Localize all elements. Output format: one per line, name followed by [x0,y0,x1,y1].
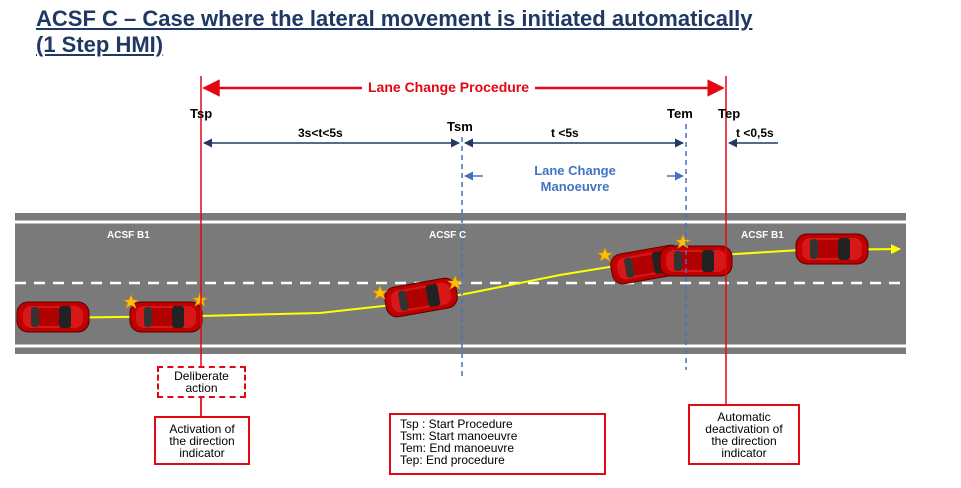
road-label-c: ACSF C [429,230,467,241]
marker-tep: Tep [718,106,741,121]
deliberate-line-1: Deliberate [174,369,229,383]
marker-tsm: Tsm [447,119,473,134]
marker-tem: Tem [667,106,693,121]
legend-tsp: Tsp : Start Procedure [400,417,513,431]
page-title: ACSF C – Case where the lateral movement… [36,6,752,58]
road-label-b1-right: ACSF B1 [741,230,784,241]
activation-box: Activation of the direction indicator [154,416,250,465]
legend-tep: Tep: End procedure [400,453,505,467]
deactivation-line-3: the direction [711,433,777,448]
legend-tsm: Tsm: Start manoeuvre [400,429,518,443]
manoeuvre-label-line-1: Lane Change [534,163,616,178]
manoeuvre-label-line-2: Manoeuvre [540,179,610,194]
legend-box: Tsp : Start Procedure Tsm: Start manoeuv… [389,413,606,475]
duration-sm-em: t <5s [551,126,579,140]
procedure-label: Lane Change Procedure [362,80,536,94]
car-icon [659,245,733,277]
trajectory-line [39,244,901,319]
deactivation-line-1: Automatic [717,409,771,424]
duration-sp-sm: 3s<t<5s [298,126,343,140]
activation-line-3: indicator [179,445,225,460]
manoeuvre-label: Lane Change Manoeuvre [515,163,635,195]
car-icon [16,301,90,333]
title-line-1: ACSF C – Case where the lateral movement… [36,6,753,31]
deactivation-line-2: deactivation of [705,421,783,436]
activation-line-1: Activation of [169,421,235,436]
deactivation-box: Automatic deactivation of the direction … [688,404,800,465]
deactivation-line-4: indicator [721,445,767,460]
deliberate-action-box: Deliberate action [157,366,246,398]
title-line-2: (1 Step HMI) [36,32,164,57]
car-icon [795,233,869,265]
duration-em-ep: t <0,5s [736,126,774,140]
car-icon [129,301,203,333]
marker-tsp: Tsp [190,106,213,121]
road-label-b1-left: ACSF B1 [107,230,150,241]
activation-line-2: the direction [169,433,235,448]
deliberate-line-2: action [185,381,218,395]
legend-tem: Tem: End manoeuvre [400,441,515,455]
